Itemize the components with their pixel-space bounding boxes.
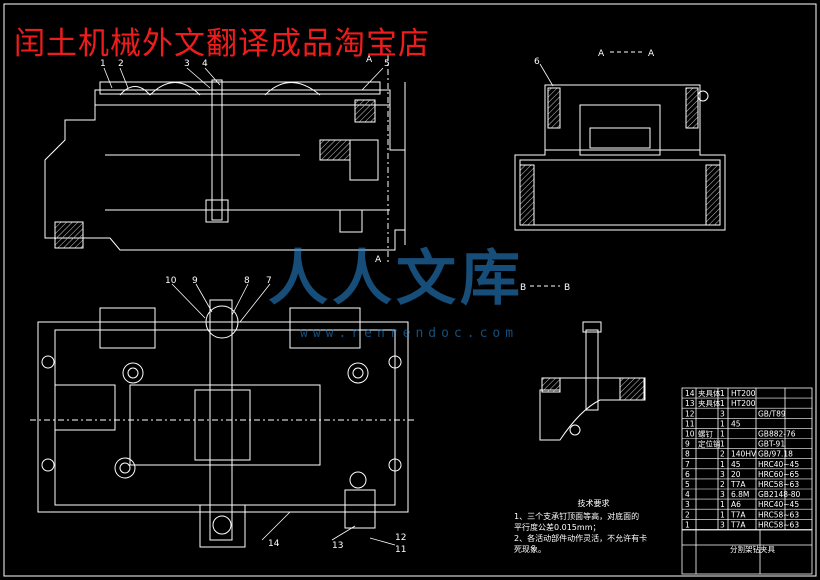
title-block-cell-no: 1 [685,520,690,529]
section-label-bb-right: B [564,283,570,293]
title-block-footer [682,529,812,574]
title-block-cell-no: 7 [685,460,690,469]
title-block-cell-mat: 45 [731,460,741,469]
callout-2: 2 [118,59,124,69]
title-block-cell-qty: 2 [720,450,725,459]
callout-4: 4 [202,59,208,69]
title-block-cell-std: HRC58~63 [758,520,799,529]
title-block-cell-std: GB882-76 [758,430,796,439]
title-block-cell-no: 4 [685,490,690,499]
notes-title: 技术要求 [577,499,610,508]
title-block-cell-no: 14 [685,389,695,398]
title-block-cell-qty: 1 [720,430,725,439]
title-block-cell-mat: 20 [731,470,741,479]
title-block-cell-no: 8 [685,450,690,459]
title-block-cell-mat: HT200 [731,399,756,408]
callout-10: 10 [165,276,177,286]
title-block-cell-qty: 1 [720,510,725,519]
title-block-cell-no: 6 [685,470,690,479]
section-label-aa-left: A [598,49,605,59]
title-block-cell-std: GB/T89 [758,409,786,418]
front-callouts [103,67,384,91]
callout-8: 8 [244,276,250,286]
section-label-a-top: A [366,55,373,65]
section-label-bb-left: B [520,283,526,293]
drawing-name: 分割架钻夹具 [730,544,775,554]
title-block-cell-qty: 1 [720,399,725,408]
title-block-cell-mat: HT200 [731,389,756,398]
title-block-cell-mat: 140HV [731,450,757,459]
title-block-cell-std: HRC58~63 [758,510,799,519]
watermark-url: www.renrendoc.com [300,326,519,341]
title-block-cell-std: HRC58~63 [758,480,799,489]
title-block-cell-no: 11 [685,419,695,428]
title-block-cell-qty: 3 [720,470,725,479]
title-block-cell-qty: 1 [720,389,725,398]
callout-12: 12 [395,533,406,543]
title-block-cell-std: GB/97.18 [758,450,793,459]
title-block-cell-std: HRC60~65 [758,470,799,479]
notes-line-1: 1、三个支承钉顶面等高，对底面的 [514,512,640,521]
title-block-cell-qty: 3 [720,520,725,529]
title-block-cell-qty: 1 [720,440,725,449]
callout-5: 5 [384,59,390,69]
shop-banner: 闰土机械外文翻译成品淘宝店 [14,26,430,62]
title-block-cell-no: 12 [685,409,695,418]
front-view [44,55,406,262]
title-block-cell-mat: T7A [730,480,746,489]
title-block-cell-mat: 45 [731,419,741,428]
title-block-cell-name: 螺钉 [698,429,713,439]
title-block-cell-mat: 6.8M [731,490,749,499]
title-block-cell-name: 夹具体 [698,398,721,408]
sheet-border [3,3,817,577]
callout-9: 9 [192,276,198,286]
title-block-cell-mat: T7A [730,510,746,519]
title-block-cell-mat: T7A [730,520,746,529]
title-block-cell-qty: 3 [720,409,725,418]
plan-callouts [171,283,396,546]
title-block-cell-no: 13 [685,399,695,408]
side-view-aa [514,84,726,231]
title-block-cell-name: 定位销 [698,439,721,449]
watermark-logo-text: 人人文库 [268,244,524,314]
callout-11: 11 [395,545,406,555]
title-block-cell-std: HRC40~45 [758,500,799,509]
title-block-cell-qty: 1 [720,419,725,428]
callout-14: 14 [268,539,280,549]
callout-1: 1 [100,59,106,69]
title-block-cell-name: 夹具体 [698,388,721,398]
title-block-cell-std: GBT-91 [758,440,785,449]
title-block-cell-std: GB2148-80 [758,490,801,499]
notes-line-4: 死现象。 [514,545,546,554]
title-block-cell-no: 9 [685,440,690,449]
notes-line-2: 平行度公差0.015mm； [514,523,601,532]
callout-3: 3 [184,59,190,69]
title-block-cell-no: 3 [685,500,690,509]
title-block-cell-no: 5 [685,480,690,489]
title-block-cell-no: 2 [685,510,690,519]
title-block-cell-qty: 1 [720,500,725,509]
title-block-cell-qty: 3 [720,490,725,499]
title-block-cell-qty: 2 [720,480,725,489]
plan-view [30,299,415,548]
detail-view-bb [539,321,646,441]
title-block-cell-mat: A6 [731,500,741,509]
title-block-cell-qty: 1 [720,460,725,469]
title-block-cell-no: 10 [685,430,695,439]
callout-6: 6 [534,57,540,67]
title-block-cell-std: HRC40~45 [758,460,799,469]
section-label-aa-right: A [648,49,655,59]
technical-notes: 技术要求 1、三个支承钉顶面等高，对底面的 平行度公差0.015mm； 2、各活… [506,498,681,555]
notes-line-3: 2、各活动部件动作灵活，不允许有卡 [514,534,648,543]
callout-13: 13 [332,541,343,551]
section-label-a-bottom: A [375,255,382,265]
callout-6-leader [539,63,554,87]
callout-7: 7 [266,276,272,286]
